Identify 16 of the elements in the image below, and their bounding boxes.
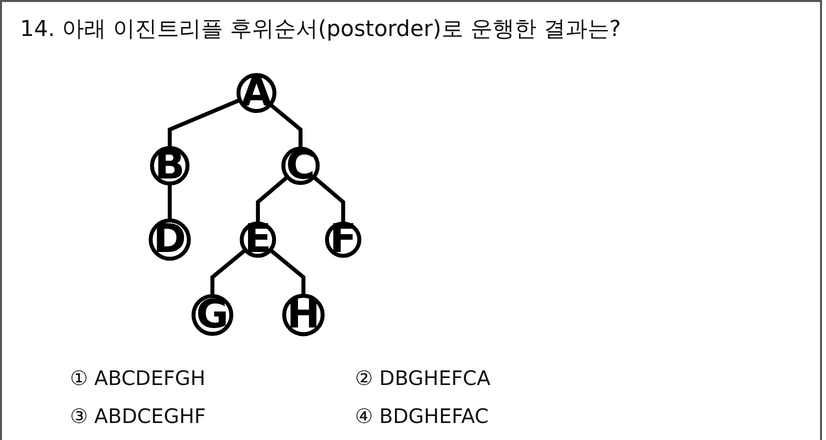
answer-option: ② DBGHEFCA [355,366,640,390]
connector [256,175,289,224]
connector [269,248,306,296]
connector [168,98,241,148]
node-circle: D [148,218,191,261]
connector [210,248,247,296]
answer-option: ③ ABDCEGHF [70,404,355,428]
node-circle: B [150,146,190,186]
answer-option: ① ABCDEFGH [70,366,355,390]
node-circle: G [192,294,234,336]
answer-option: ④ BDGHEFAC [355,404,640,428]
connector [269,102,303,149]
question-text: 14. 아래 이진트리플 후위순서(postorder)로 운행한 결과는? [20,16,621,44]
node-circle: A [236,73,276,113]
connector [312,175,346,224]
connector [168,184,172,221]
